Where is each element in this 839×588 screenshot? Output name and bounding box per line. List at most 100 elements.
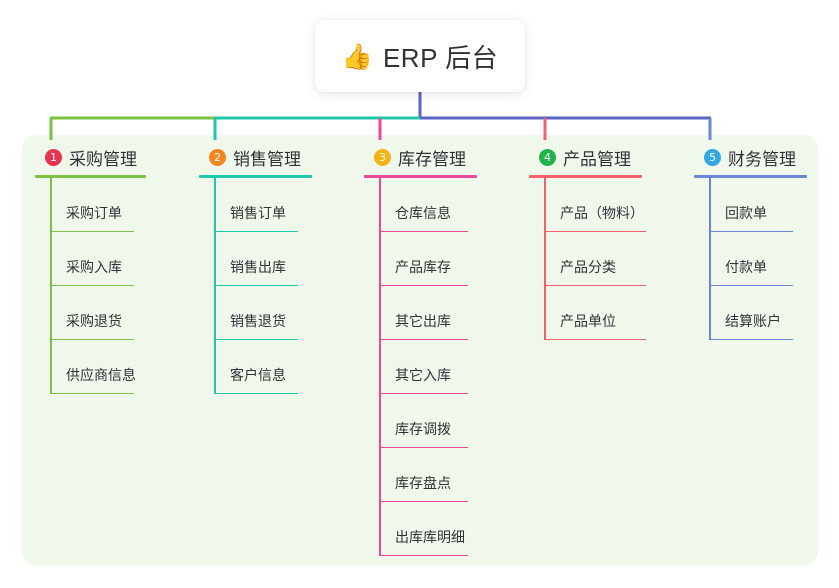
tree-item-label: 产品（物料） <box>560 205 644 221</box>
tree-item-label: 产品单位 <box>560 313 616 329</box>
tree-item-label: 客户信息 <box>230 367 286 383</box>
tree-item[interactable]: 产品库存 <box>364 232 477 286</box>
tree-item[interactable]: 客户信息 <box>199 340 312 394</box>
tree-item[interactable]: 采购订单 <box>35 178 146 232</box>
tree-item-label: 采购入库 <box>66 259 122 275</box>
tree-item[interactable]: 付款单 <box>694 232 807 286</box>
tree-item-label: 产品分类 <box>560 259 616 275</box>
column-items-4: 产品（物料） 产品分类产品单位 <box>529 178 646 340</box>
tree-item-label: 其它出库 <box>395 313 451 329</box>
tree-item[interactable]: 产品（物料） <box>529 178 646 232</box>
column-items-5: 回款单付款单结算账户 <box>694 178 807 340</box>
column-header-rule-4 <box>529 175 642 178</box>
tree-item-label: 销售退货 <box>230 313 286 329</box>
tree-item-rule <box>50 230 134 232</box>
column-header-4[interactable]: 4 产品管理 <box>529 145 642 169</box>
diagram-panel <box>22 135 818 566</box>
tree-item-label: 供应商信息 <box>66 367 136 383</box>
column-header-5[interactable]: 5 财务管理 <box>694 145 807 169</box>
tree-item-rule <box>709 338 793 340</box>
tree-item-label: 库存调拨 <box>395 421 451 437</box>
tree-item-rule <box>214 284 298 286</box>
column-badge-5: 5 <box>704 148 721 166</box>
tree-item-rule <box>379 554 468 556</box>
tree-item-rule <box>379 392 468 394</box>
tree-item-label: 回款单 <box>725 205 767 221</box>
tree-item-rule <box>544 230 646 232</box>
tree-item-rule <box>214 230 298 232</box>
tree-item-rule <box>379 230 468 232</box>
root-title: ERP 后台 <box>382 42 499 73</box>
tree-item-rule <box>709 284 793 286</box>
column-title-1: 采购管理 <box>69 149 137 169</box>
column-1: 1 采购管理采购订单采购入库采购退货供应商信息 <box>35 145 146 394</box>
column-items-2: 销售订单销售出库销售退货客户信息 <box>199 178 312 394</box>
tree-item[interactable]: 其它出库 <box>364 286 477 340</box>
column-spine-1 <box>50 178 52 394</box>
tree-item-label: 付款单 <box>725 259 767 275</box>
tree-item-rule <box>214 338 298 340</box>
tree-item[interactable]: 供应商信息 <box>35 340 146 394</box>
column-items-1: 采购订单采购入库采购退货供应商信息 <box>35 178 146 394</box>
column-header-rule-2 <box>199 175 312 178</box>
tree-item-rule <box>50 392 134 394</box>
tree-item-label: 仓库信息 <box>395 205 451 221</box>
column-title-4: 产品管理 <box>563 149 631 169</box>
column-spine-4 <box>544 178 546 340</box>
tree-item-rule <box>214 392 298 394</box>
tree-item-rule <box>379 500 468 502</box>
column-header-1[interactable]: 1 采购管理 <box>35 145 146 169</box>
tree-item-rule <box>544 284 646 286</box>
tree-item-label: 出库库明细 <box>395 529 465 545</box>
tree-item[interactable]: 库存盘点 <box>364 448 477 502</box>
tree-item[interactable]: 采购退货 <box>35 286 146 340</box>
tree-item-label: 采购订单 <box>66 205 122 221</box>
column-title-5: 财务管理 <box>728 149 796 169</box>
tree-item-rule <box>50 284 134 286</box>
thumbs-up-icon: 👍 <box>341 42 373 71</box>
column-title-2: 销售管理 <box>233 149 301 169</box>
tree-item[interactable]: 销售出库 <box>199 232 312 286</box>
tree-item[interactable]: 销售退货 <box>199 286 312 340</box>
tree-item-label: 销售出库 <box>230 259 286 275</box>
tree-item[interactable]: 结算账户 <box>694 286 807 340</box>
column-header-rule-3 <box>364 175 477 178</box>
tree-item-label: 结算账户 <box>725 313 781 329</box>
tree-item-label: 其它入库 <box>395 367 451 383</box>
column-header-2[interactable]: 2 销售管理 <box>199 145 312 169</box>
tree-item[interactable]: 仓库信息 <box>364 178 477 232</box>
tree-item-label: 库存盘点 <box>395 475 451 491</box>
column-5: 5 财务管理回款单付款单结算账户 <box>694 145 807 340</box>
tree-item[interactable]: 采购入库 <box>35 232 146 286</box>
tree-item[interactable]: 产品单位 <box>529 286 646 340</box>
tree-item[interactable]: 销售订单 <box>199 178 312 232</box>
tree-item-rule <box>50 338 134 340</box>
tree-item[interactable]: 回款单 <box>694 178 807 232</box>
column-spine-2 <box>214 178 216 394</box>
column-badge-2: 2 <box>209 148 226 166</box>
column-items-3: 仓库信息产品库存其它出库其它入库库存调拨库存盘点出库库明细 <box>364 178 477 556</box>
tree-item[interactable]: 其它入库 <box>364 340 477 394</box>
tree-item-label: 采购退货 <box>66 313 122 329</box>
tree-item[interactable]: 产品分类 <box>529 232 646 286</box>
column-spine-3 <box>379 178 381 556</box>
tree-item[interactable]: 库存调拨 <box>364 394 477 448</box>
column-badge-4: 4 <box>539 148 556 166</box>
tree-item-rule <box>379 338 468 340</box>
tree-item-rule <box>379 284 468 286</box>
column-spine-5 <box>709 178 711 340</box>
column-badge-3: 3 <box>374 148 391 166</box>
column-2: 2 销售管理销售订单销售出库销售退货客户信息 <box>199 145 312 394</box>
column-4: 4 产品管理产品（物料） 产品分类产品单位 <box>529 145 646 340</box>
tree-item-label: 产品库存 <box>395 259 451 275</box>
tree-item-rule <box>544 338 646 340</box>
tree-item-label: 销售订单 <box>230 205 286 221</box>
column-header-rule-1 <box>35 175 146 178</box>
tree-item[interactable]: 出库库明细 <box>364 502 477 556</box>
tree-item-rule <box>379 446 468 448</box>
column-badge-1: 1 <box>45 148 62 166</box>
root-node[interactable]: 👍 ERP 后台 <box>315 20 525 92</box>
